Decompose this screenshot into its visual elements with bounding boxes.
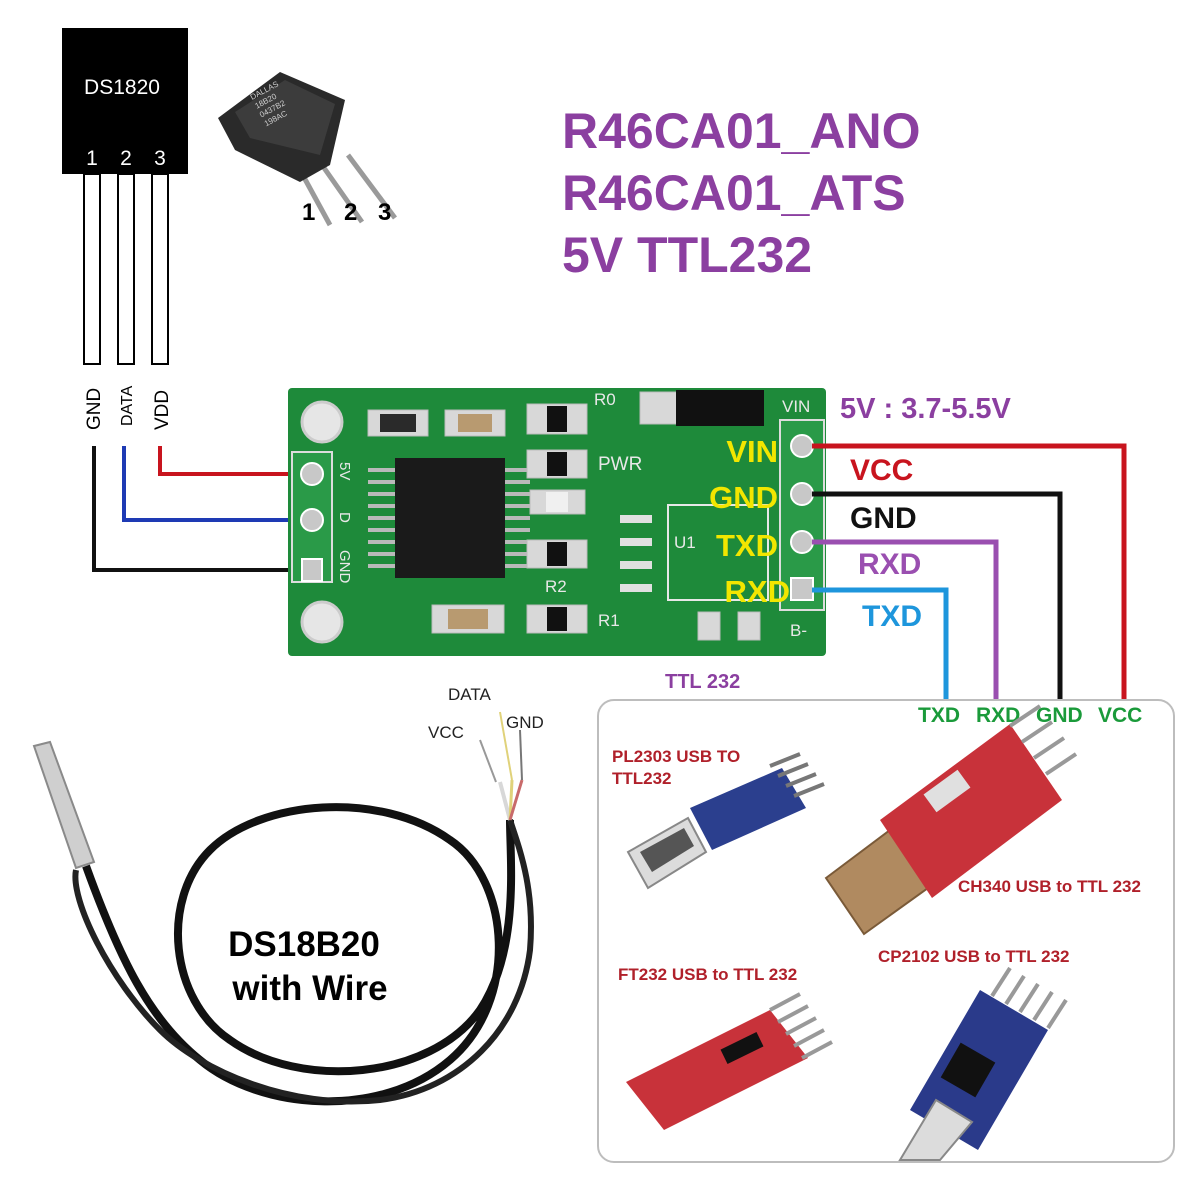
title-line-2: R46CA01_ATS (562, 165, 906, 221)
silk-pwr: PWR (598, 454, 642, 475)
probe-wire-data: DATA (448, 685, 491, 704)
title-line-1: R46CA01_ANO (562, 103, 920, 159)
ds1820-pin-num-2: 2 (120, 147, 132, 170)
to92-pin-num-3: 3 (378, 199, 391, 226)
txd-wire (812, 587, 949, 706)
board-pin-gnd: GND (709, 480, 778, 515)
ttl-label: TTL 232 (665, 671, 740, 693)
vdd-wire (158, 446, 308, 476)
ds1820-pin-label-vdd: VDD (152, 390, 173, 430)
silk-u1: U1 (674, 533, 696, 552)
to92-package-icon: DALLAS 18B20 0437B2 198AC 1 2 3 (218, 72, 398, 227)
rxd-wire (812, 539, 999, 706)
power-spec: 5V : 3.7-5.5V (840, 393, 1012, 425)
serial-wires (812, 443, 1127, 706)
vcc-wire (812, 443, 1127, 706)
probe-caption-line-2: with Wire (231, 969, 387, 1008)
silk-vin: VIN (782, 397, 810, 416)
silk-5v: 5V (336, 462, 353, 480)
silk-r1: R1 (598, 611, 620, 630)
adapter-pin-rxd: RXD (976, 704, 1020, 727)
adapter-pin-gnd: GND (1036, 704, 1083, 727)
cp2102-adapter-icon (898, 966, 1068, 1161)
probe-wire-labels: DATA VCC GND (428, 685, 544, 742)
cp2102-label: CP2102 USB to TTL 232 (878, 947, 1069, 966)
probe-wire-gnd: GND (506, 713, 544, 732)
data-wire (122, 446, 308, 522)
ft232-label: FT232 USB to TTL 232 (618, 965, 797, 984)
ds1820-pin-label-data: DATA (119, 385, 136, 426)
ds18b20-probe-icon (32, 711, 534, 1106)
wire-label-vcc: VCC (850, 454, 913, 487)
silk-gnd: GND (336, 550, 353, 584)
board-pin-txd: TXD (716, 528, 778, 563)
gnd-wire (92, 446, 308, 572)
adapter-pin-txd: TXD (918, 704, 960, 727)
pl2303-adapter-icon (626, 752, 825, 890)
sensor-wires (92, 446, 308, 572)
title-block: R46CA01_ANO R46CA01_ATS 5V TTL232 (562, 103, 920, 283)
probe-cable (82, 803, 516, 1106)
pl2303-label-line-1: PL2303 USB TO (612, 747, 740, 766)
board-pin-vin: VIN (726, 434, 778, 469)
to92-pin-num-2: 2 (344, 199, 357, 226)
wire-label-rxd: RXD (858, 548, 921, 581)
probe-caption-line-1: DS18B20 (228, 925, 380, 964)
wire-label-gnd: GND (850, 502, 917, 535)
main-ic (368, 458, 530, 578)
to92-pin-num-1: 1 (302, 199, 315, 226)
ds1820-name: DS1820 (84, 76, 160, 99)
title-line-3: 5V TTL232 (562, 227, 812, 283)
board-pin-rxd: RXD (725, 574, 790, 609)
probe-caption: DS18B20 with Wire (228, 925, 388, 1008)
gnd-serial-wire (812, 491, 1063, 706)
pcb-board: 5V D GND (288, 388, 826, 656)
ft232-adapter-icon (626, 992, 833, 1130)
adapter-panel: TXD RXD GND VCC PL2303 USB TO TTL232 (597, 699, 1175, 1163)
probe-wire-vcc: VCC (428, 723, 464, 742)
silk-r2: R2 (545, 577, 567, 596)
ch340-label: CH340 USB to TTL 232 (958, 877, 1141, 896)
adapter-pin-vcc: VCC (1098, 704, 1142, 727)
ds1820-pin-num-1: 1 (86, 147, 98, 170)
silk-r0: R0 (594, 390, 616, 409)
ds1820-chip-icon: DS1820 1 2 3 GND DATA VDD (62, 28, 188, 430)
ds1820-pin-num-3: 3 (154, 147, 166, 170)
wire-label-txd: TXD (862, 600, 922, 633)
pl2303-label-line-2: TTL232 (612, 769, 672, 788)
silk-b-minus: B- (790, 621, 807, 640)
ds1820-pin-label-gnd: GND (84, 388, 105, 430)
ch340-adapter-icon (824, 704, 1078, 936)
wire-labels: VCC GND RXD TXD (850, 454, 922, 633)
silk-d: D (336, 512, 353, 523)
